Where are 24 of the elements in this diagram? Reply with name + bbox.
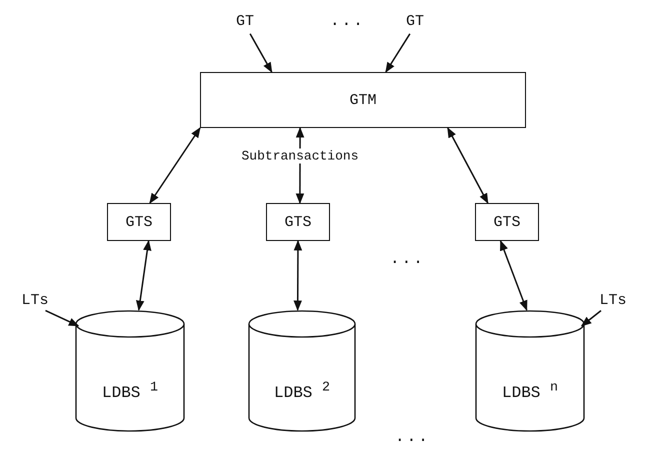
node-label: GT bbox=[228, 14, 262, 32]
database-label: LDBS $^{n}$ bbox=[500, 380, 559, 402]
arrow bbox=[580, 310, 602, 326]
arrow bbox=[45, 310, 80, 327]
process-box: GTS bbox=[475, 203, 539, 241]
process-box: GTS bbox=[266, 203, 330, 241]
node-label: LTs bbox=[20, 293, 50, 309]
arrow bbox=[294, 240, 302, 312]
edge-label: Subtransactions bbox=[240, 148, 360, 163]
ellipsis-label: ... bbox=[390, 250, 425, 268]
arrow bbox=[149, 127, 201, 204]
process-box: GTM bbox=[200, 72, 526, 128]
arrow bbox=[500, 240, 528, 311]
process-box: GTS bbox=[107, 203, 171, 241]
database-label: LDBS $^{2}$ bbox=[272, 380, 331, 402]
arrow bbox=[385, 33, 411, 73]
ellipsis-label: ... bbox=[395, 428, 430, 446]
arrow bbox=[447, 127, 488, 204]
arrow bbox=[249, 33, 272, 73]
database-label: LDBS $^{1}$ bbox=[100, 380, 159, 402]
node-label: LTs bbox=[598, 293, 628, 309]
arrow bbox=[136, 240, 152, 312]
ellipsis-label: ... bbox=[330, 12, 365, 30]
node-label: GT bbox=[398, 14, 432, 32]
